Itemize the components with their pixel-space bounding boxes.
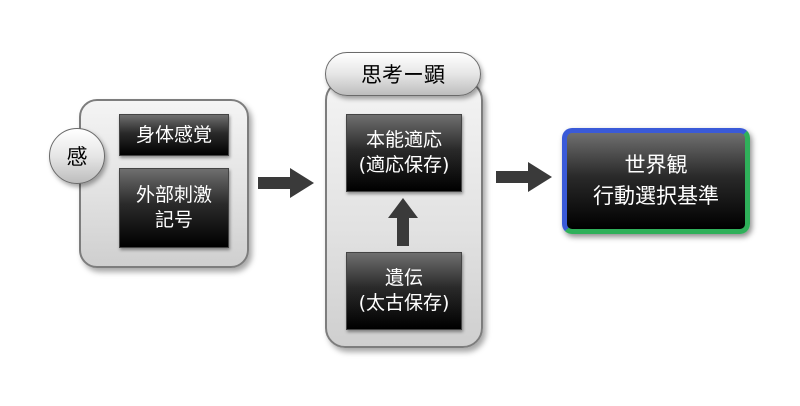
external-stimulus-label: 外部刺激	[135, 184, 212, 207]
thought-title-pill: 思考ー顕	[325, 52, 481, 96]
heredity-box: 遺伝 (太古保存)	[346, 252, 462, 330]
instinct-label: 本能適応	[365, 129, 442, 152]
senses-circle: 感	[49, 128, 105, 184]
senses-circle-label: 感	[66, 145, 88, 169]
arrow-right-icon	[258, 168, 314, 198]
body-sensation-label: 身体感覚	[135, 123, 212, 146]
symbol-label: 記号	[154, 209, 193, 231]
arrow-right-icon	[496, 162, 552, 192]
worldview-label: 世界観	[624, 152, 688, 177]
behavior-criteria-label: 行動選択基準	[593, 184, 719, 208]
thought-title: 思考ー顕	[361, 63, 445, 87]
arrow-up-icon	[388, 198, 418, 246]
external-stimulus-box: 外部刺激 記号	[119, 168, 229, 248]
heredity-sub-label: (太古保存)	[358, 292, 450, 314]
heredity-label: 遺伝	[384, 267, 423, 290]
worldview-box: 世界観 行動選択基準	[562, 128, 750, 234]
body-sensation-box: 身体感覚	[119, 114, 229, 156]
instinct-box: 本能適応 (適応保存)	[346, 114, 462, 192]
instinct-sub-label: (適応保存)	[358, 154, 450, 176]
